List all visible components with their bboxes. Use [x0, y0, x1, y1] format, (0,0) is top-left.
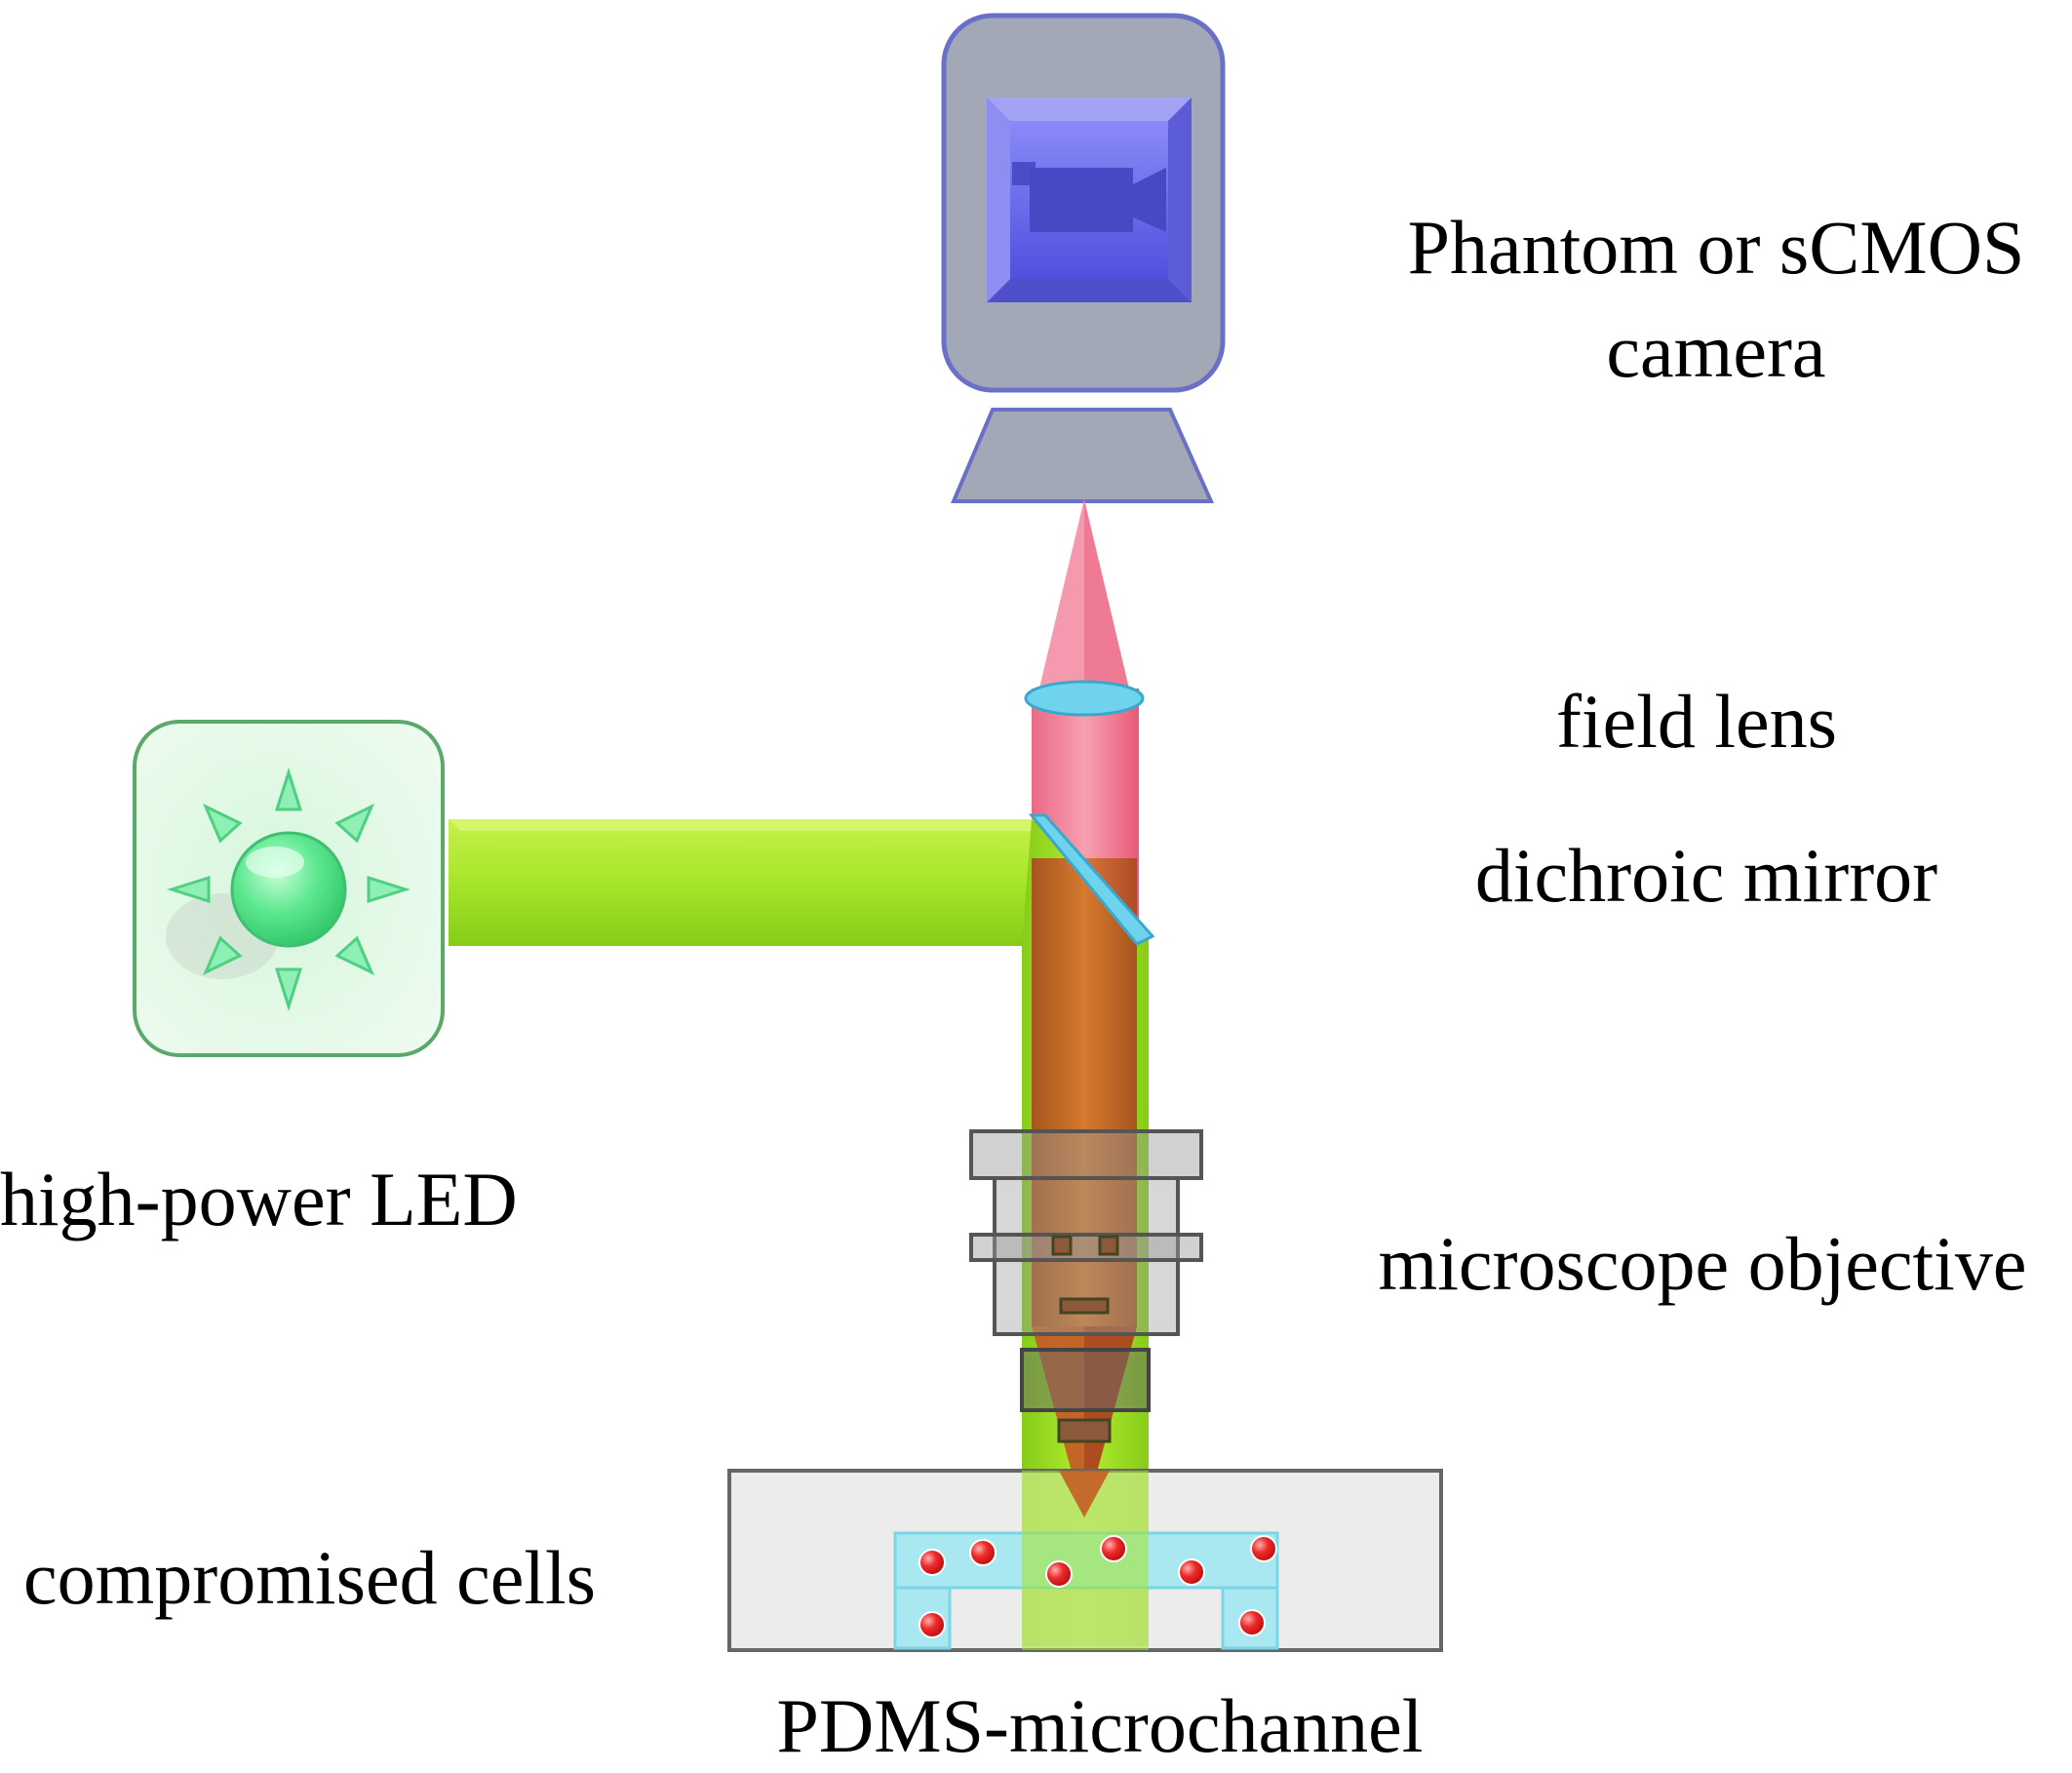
led-label: high-power LED — [0, 1157, 518, 1241]
cell — [1045, 1560, 1073, 1588]
cell — [1238, 1609, 1266, 1636]
cell — [1100, 1535, 1127, 1562]
video-camera-icon — [1012, 162, 1166, 232]
objective-label: microscope objective — [1379, 1221, 2027, 1306]
led — [133, 720, 445, 1057]
dichroic-mirror — [1028, 813, 1155, 946]
camera-label-line1: Phantom or sCMOS — [1408, 205, 2025, 290]
microscope-objective — [969, 1129, 1203, 1443]
cell — [919, 1611, 946, 1638]
cell — [1178, 1558, 1205, 1586]
cells-label: compromised cells — [23, 1535, 596, 1620]
microchannel-label: PDMS-microchannel — [777, 1683, 1424, 1768]
camera — [941, 13, 1226, 503]
cell — [919, 1549, 946, 1576]
pdms-microchannel — [727, 1469, 1443, 1652]
field-lens — [1024, 680, 1145, 717]
field-lens-label: field lens — [1556, 679, 1837, 764]
camera-label-line2: camera — [1606, 308, 1825, 393]
dichroic-mirror-label: dichroic mirror — [1475, 833, 1937, 918]
sun-icon — [166, 768, 410, 1011]
compromised-cells — [919, 1535, 1277, 1638]
cell — [969, 1539, 997, 1566]
cell — [1250, 1535, 1277, 1562]
